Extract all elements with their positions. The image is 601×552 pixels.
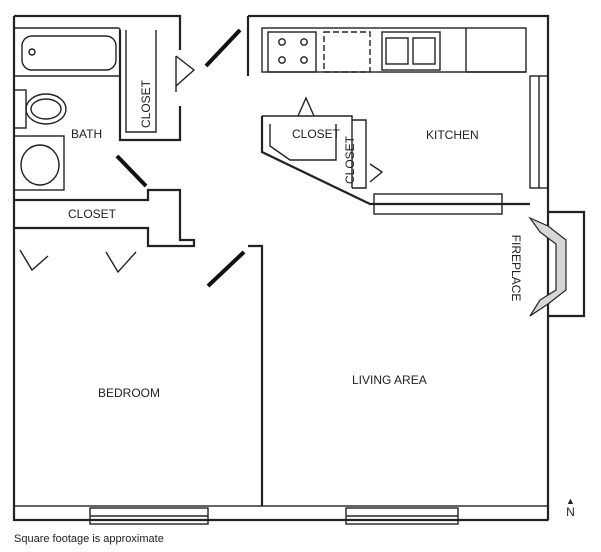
kitchen-closet <box>260 96 530 215</box>
square-footage-note: Square footage is approximate <box>14 533 164 545</box>
hall-closet <box>14 188 196 274</box>
north-arrow-icon: ▲ <box>566 496 575 506</box>
north-label: N <box>566 505 575 519</box>
closet-kitchen-label: CLOSET <box>292 127 341 141</box>
bath-label: BATH <box>71 127 102 141</box>
closet-kitchen-small-label: CLOSET <box>343 135 357 184</box>
exterior-walls <box>12 14 550 522</box>
interior-walls <box>206 244 264 506</box>
closet-hall-label: CLOSET <box>68 207 117 221</box>
fireplace-label: FIREPLACE <box>509 235 523 302</box>
kitchen-right-window <box>529 75 549 189</box>
kitchen-label: KITCHEN <box>426 128 479 142</box>
fireplace <box>528 210 586 318</box>
closet-bath-label: CLOSET <box>139 79 153 128</box>
bedroom-label: BEDROOM <box>98 386 160 400</box>
kitchen-fixtures <box>261 27 527 73</box>
bottom-windows <box>89 507 459 525</box>
entry-door <box>204 28 242 68</box>
north-indicator: ▲ N <box>566 496 575 518</box>
living-area-label: LIVING AREA <box>352 373 427 387</box>
bathroom <box>13 27 196 191</box>
